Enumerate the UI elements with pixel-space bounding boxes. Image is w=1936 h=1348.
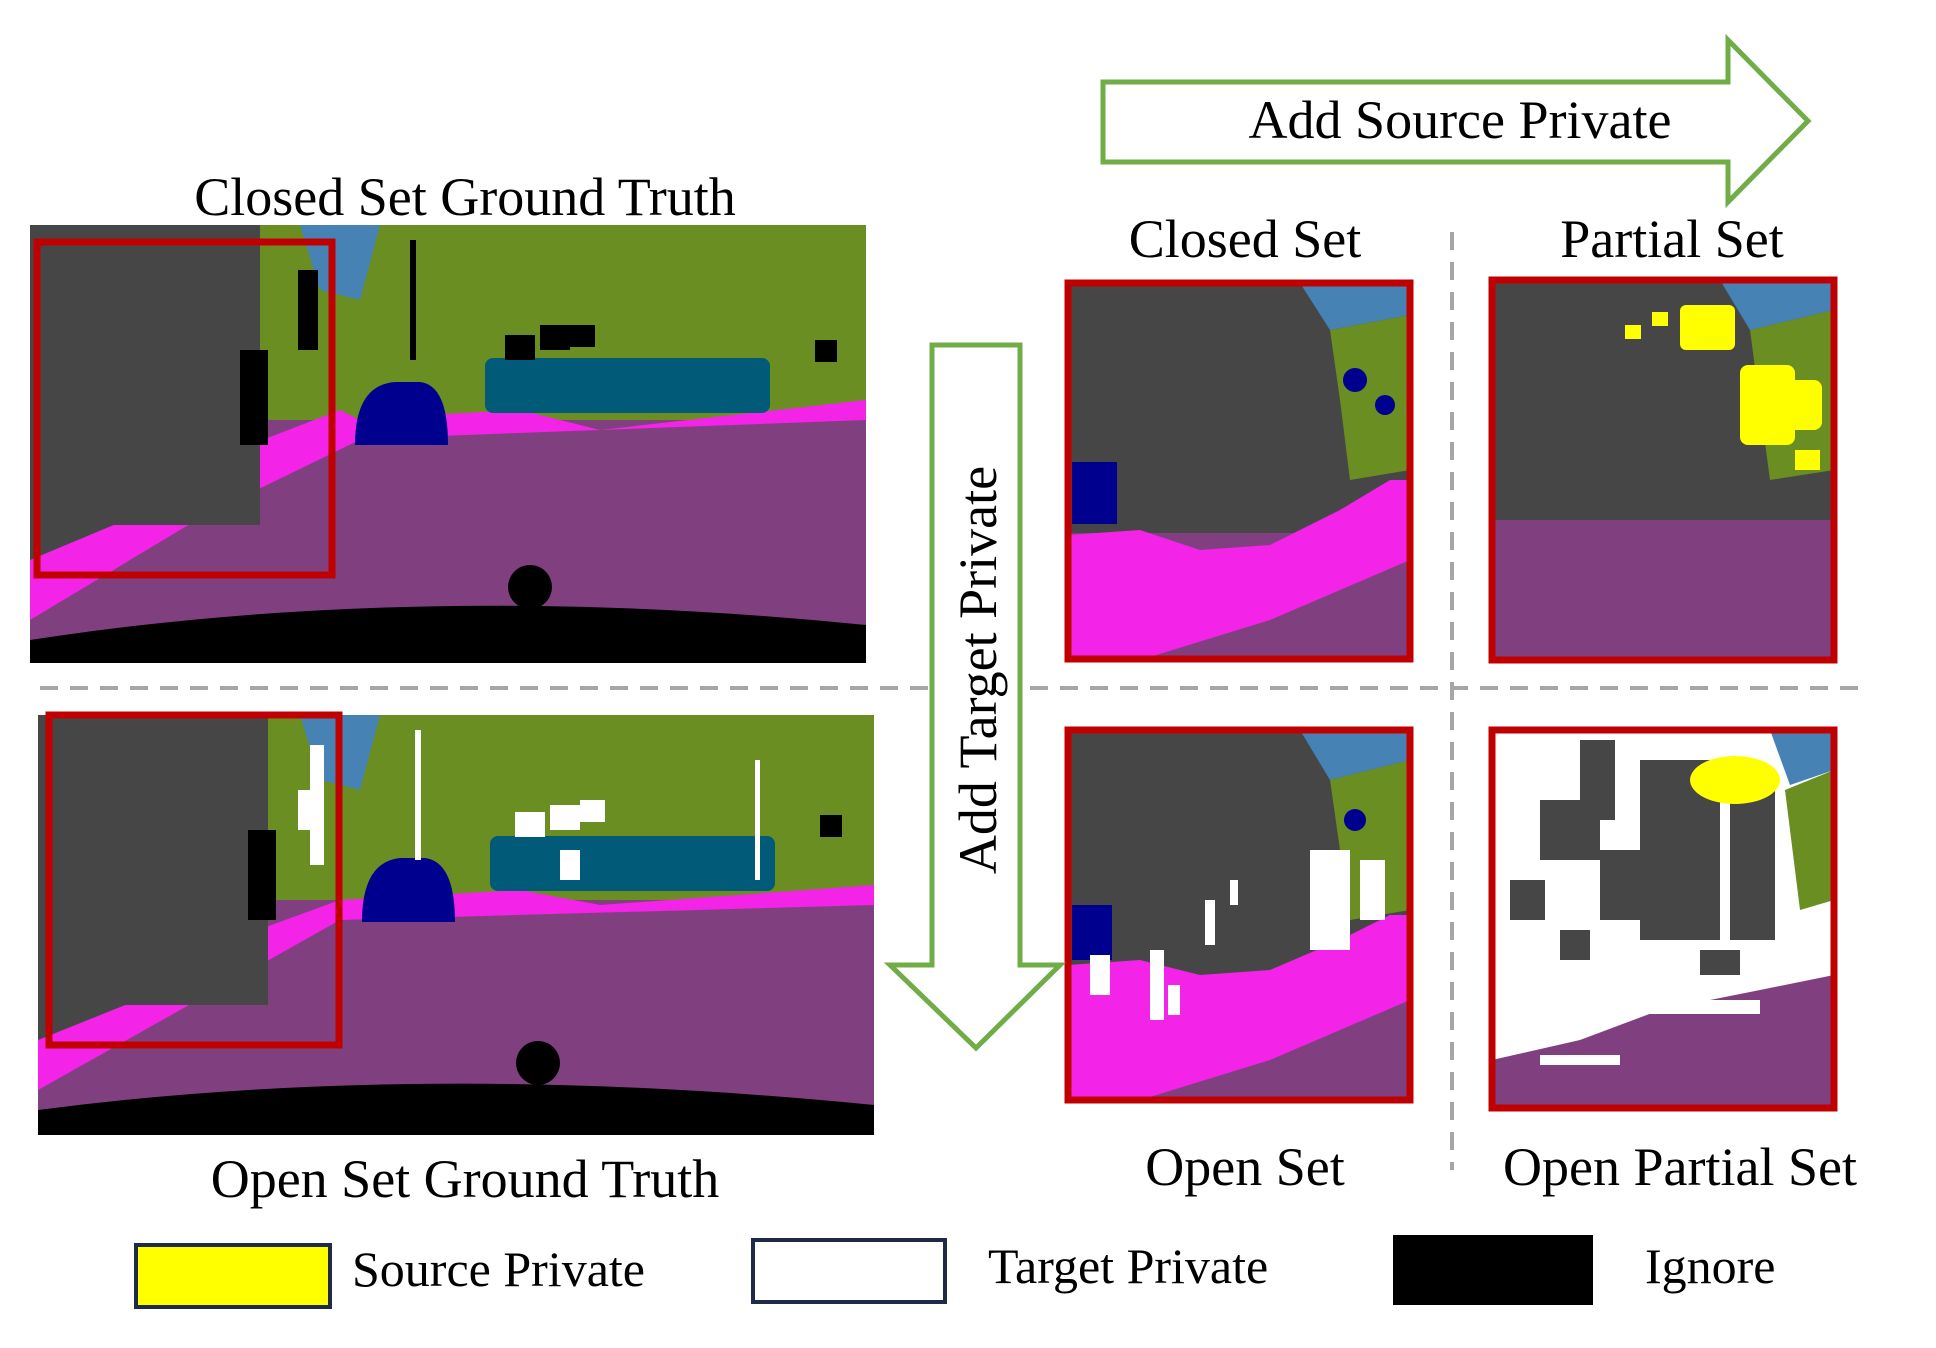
closed-gt-focus-box [33, 238, 336, 579]
target-private-arrow [883, 342, 1067, 1052]
open-set-frame [1064, 726, 1414, 1104]
closed-set-frame [1064, 279, 1414, 663]
legend-label-ignore: Ignore [1645, 1238, 1776, 1294]
source-private-arrow-label: Add Source Private [1249, 90, 1672, 150]
open-partial-set-title: Open Partial Set [1503, 1137, 1857, 1197]
open-partial-set-image [1492, 730, 1834, 1108]
partial-set-image [1492, 280, 1834, 660]
source-private-arrow [1100, 33, 1812, 209]
closed-gt-title: Closed Set Ground Truth [194, 167, 736, 227]
open-set-image [1068, 730, 1410, 1100]
legend-swatch-source-private [134, 1243, 332, 1309]
target-private-arrow-label: Add Target Private [948, 466, 1008, 874]
closed-gt-image [30, 225, 866, 663]
legend-label-source-private: Source Private [352, 1241, 645, 1297]
legend-label-target-private: Target Private [988, 1238, 1268, 1294]
legend-swatch-target-private [751, 1238, 947, 1304]
open-gt-focus-box [45, 711, 343, 1049]
closed-set-image [1068, 283, 1410, 659]
partial-set-title: Partial Set [1560, 209, 1783, 269]
legend-swatch-ignore [1393, 1235, 1593, 1305]
open-partial-set-frame [1488, 726, 1838, 1112]
open-set-title: Open Set [1145, 1137, 1344, 1197]
closed-set-title: Closed Set [1129, 209, 1362, 269]
legend: Source Private Target Private Ignore [134, 1235, 1776, 1309]
open-gt-image [38, 715, 874, 1135]
open-gt-title: Open Set Ground Truth [211, 1149, 720, 1209]
partial-set-frame [1488, 276, 1838, 664]
